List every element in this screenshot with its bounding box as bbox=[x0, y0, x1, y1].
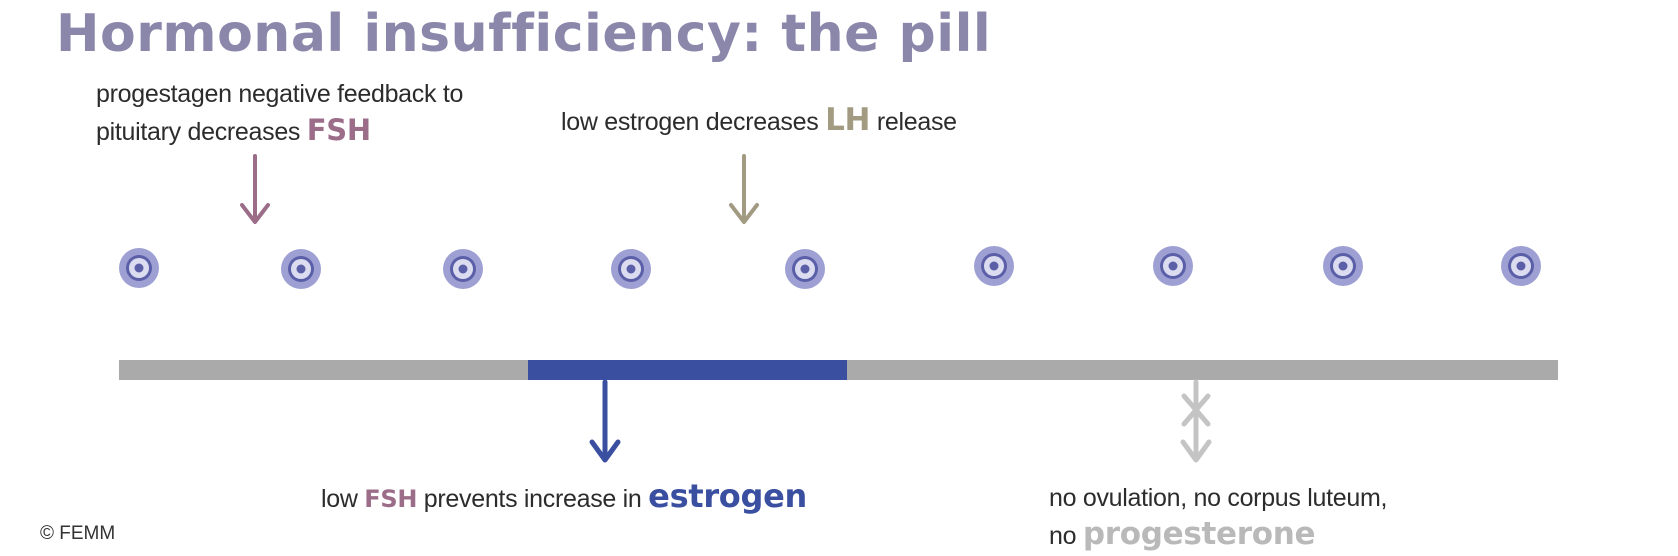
follicle-icon bbox=[974, 246, 1014, 286]
follicles-group bbox=[119, 246, 1541, 289]
fsh-feedback-note: progestagen negative feedback to pituita… bbox=[96, 76, 463, 150]
follicle-icon bbox=[1501, 246, 1541, 286]
progesterone-note-line1: no ovulation, no corpus luteum, bbox=[1049, 484, 1388, 512]
estrogen-note-fsh-label: FSH bbox=[364, 485, 418, 513]
estrogen-phase-segment bbox=[528, 360, 847, 380]
lh-down-arrow bbox=[729, 154, 759, 224]
follicle-icon bbox=[1153, 246, 1193, 286]
progesterone-note: no ovulation, no corpus luteum, no proge… bbox=[1049, 480, 1387, 554]
follicle-icon bbox=[281, 249, 321, 289]
follicle-icon bbox=[119, 248, 159, 288]
follicle-icon bbox=[1323, 246, 1363, 286]
lh-label: LH bbox=[825, 102, 871, 138]
fsh-note-line1: progestagen negative feedback to bbox=[96, 80, 464, 108]
estrogen-note-prefix: low bbox=[321, 485, 365, 513]
lh-release-note: low estrogen decreases LH release bbox=[561, 102, 957, 140]
slide-title: Hormonal insufficiency: the pill bbox=[56, 4, 992, 64]
lh-note-suffix: release bbox=[870, 108, 957, 136]
follicle-icon bbox=[611, 249, 651, 289]
copyright: © FEMM bbox=[40, 523, 116, 544]
fsh-down-arrow bbox=[240, 154, 270, 224]
progesterone-note-line2: no progesterone bbox=[1049, 516, 1387, 554]
fsh-note-prefix: pituitary decreases bbox=[96, 118, 307, 146]
estrogen-label: estrogen bbox=[648, 477, 807, 515]
estrogen-down-arrow bbox=[589, 379, 621, 463]
estrogen-note-middle: prevents increase in bbox=[417, 485, 649, 513]
follicle-icon bbox=[785, 249, 825, 289]
lh-note-prefix: low estrogen decreases bbox=[561, 108, 826, 136]
fsh-note-line2: pituitary decreases FSH bbox=[96, 112, 463, 150]
progesterone-note-prefix: no bbox=[1049, 522, 1083, 550]
follicle-icon bbox=[443, 249, 483, 289]
fsh-label: FSH bbox=[306, 113, 371, 147]
progesterone-label: progesterone bbox=[1082, 516, 1316, 552]
estrogen-note: low FSH prevents increase in estrogen bbox=[321, 478, 807, 517]
blocked-ovulation-arrow bbox=[1180, 379, 1212, 463]
